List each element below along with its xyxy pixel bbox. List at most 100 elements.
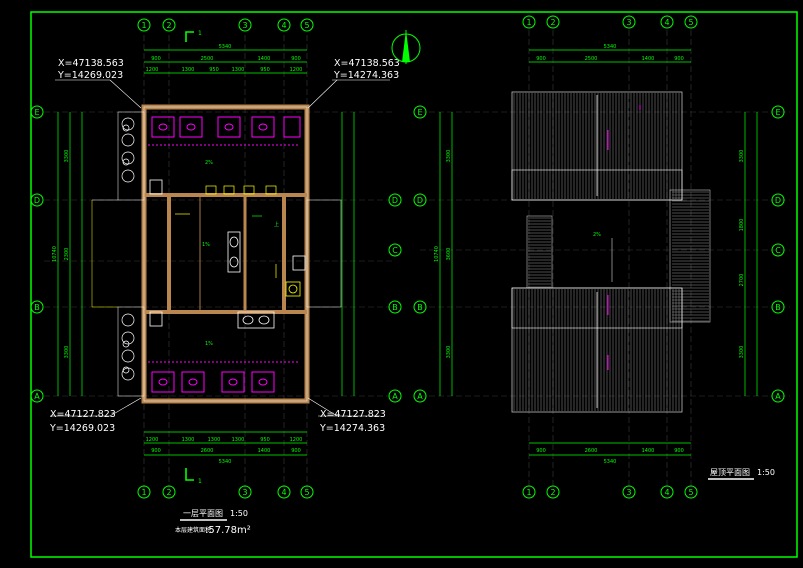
plan-dim-top: 2500 xyxy=(201,56,214,62)
grid-bubble-4: 4 xyxy=(281,488,286,497)
plan-dim-bottom: 950 xyxy=(260,437,270,443)
plan-dim-bottom: 1300 xyxy=(232,437,245,443)
grid-bubble-A: A xyxy=(417,392,423,401)
plan-dim-bottom: 900 xyxy=(151,448,161,454)
grid-bubble-1: 1 xyxy=(526,18,531,27)
grid-bubble-E: E xyxy=(775,108,780,117)
toilet-stalls-top xyxy=(148,116,301,146)
grid-bubble-2: 2 xyxy=(166,21,171,30)
north-arrow-icon xyxy=(391,30,421,64)
plan-dim-total-bottom: 5340 xyxy=(219,459,232,465)
grid-bubble-1: 1 xyxy=(141,21,146,30)
roof-title: 屋顶平面图 xyxy=(710,468,750,477)
plan-dim-bottom: 1200 xyxy=(290,437,303,443)
roof-dim-right: 1800 xyxy=(739,219,745,232)
plan-dim-bottom: 2600 xyxy=(201,448,214,454)
grid-bubble-D: D xyxy=(417,196,423,205)
grid-bubble-4: 4 xyxy=(664,18,669,27)
grid-bubble-B: B xyxy=(34,303,40,312)
plan-dim-total-top: 5340 xyxy=(219,44,232,50)
roof-dim: 2600 xyxy=(585,448,598,454)
plan-dim-top: 1200 xyxy=(290,67,303,73)
grid-bubble-3: 3 xyxy=(242,488,247,497)
grid-bubble-2: 2 xyxy=(550,488,555,497)
grid-bubble-5: 5 xyxy=(304,488,309,497)
roof-dim-left: 3300 xyxy=(446,346,452,359)
grid-bubble-D: D xyxy=(775,196,781,205)
roof-dim-total: 5340 xyxy=(604,44,617,50)
grid-bubble-C: C xyxy=(392,246,398,255)
grid-bubble-A: A xyxy=(392,392,398,401)
stair-label: 上 xyxy=(274,221,279,228)
grid-bubble-2: 2 xyxy=(166,488,171,497)
plan-dim-left: 3300 xyxy=(64,150,70,163)
plan-dim-top: 1300 xyxy=(182,67,195,73)
plan-dim-top: 900 xyxy=(151,56,161,62)
plan-dim-bottom: 1300 xyxy=(182,437,195,443)
grid-bubble-3: 3 xyxy=(242,21,247,30)
roof-dim: 900 xyxy=(674,448,684,454)
plan-dim-left: 3300 xyxy=(64,346,70,359)
roof-dim: 900 xyxy=(536,448,546,454)
plan-dim-bottom: 1300 xyxy=(208,437,221,443)
grid-bubble-E: E xyxy=(34,108,39,117)
sinks xyxy=(149,179,306,329)
shrubs xyxy=(121,117,135,381)
slope-label: 1% xyxy=(205,341,213,347)
plan-area-value: :57.78m² xyxy=(205,525,251,536)
grid-bubble-2: 2 xyxy=(550,18,555,27)
grid-bubble-3: 3 xyxy=(626,18,631,27)
plan-dim-bottom: 1200 xyxy=(146,437,159,443)
coord-bottom-left-y: Y=14269.023 xyxy=(49,423,115,434)
plan-dim-top: 950 xyxy=(260,67,270,73)
grid-bubble-4: 4 xyxy=(281,21,286,30)
roof-slope-label: 2% xyxy=(593,232,601,238)
roof-dim: 900 xyxy=(674,56,684,62)
plan-dim-top: 1200 xyxy=(146,67,159,73)
grid-bubble-B: B xyxy=(417,303,423,312)
roof-dim-right: 2700 xyxy=(739,274,745,287)
grid-bubble-1: 1 xyxy=(526,488,531,497)
plan-dim-top: 1400 xyxy=(258,56,271,62)
roof-dim-left: 3600 xyxy=(446,248,452,261)
slope-label: 1% xyxy=(202,242,210,248)
coord-bottom-left-x: X=47127.823 xyxy=(50,409,116,420)
grid-bubble-B: B xyxy=(775,303,781,312)
roof-dim-right: 3300 xyxy=(739,150,745,163)
grid-bubble-A: A xyxy=(34,392,40,401)
coord-top-left-x: X=47138.563 xyxy=(58,58,124,69)
roof-plan: 2% 5340 900 2500 1400 900 900 2600 1400 … xyxy=(413,15,790,499)
coord-bottom-right-x: X=47127.823 xyxy=(320,409,386,420)
grid-bubble-D: D xyxy=(34,196,40,205)
coord-top-left-y: Y=14269.023 xyxy=(57,70,123,81)
toilet-stalls-bottom xyxy=(148,361,300,393)
plan-dim-top: 950 xyxy=(209,67,219,73)
plan-dim-bottom: 900 xyxy=(291,448,301,454)
coord-top-right-x: X=47138.563 xyxy=(334,58,400,69)
roof-upper xyxy=(511,91,711,413)
plan-title: 一层平面图 xyxy=(183,509,223,518)
roof-dim: 1400 xyxy=(642,56,655,62)
grid-bubble-4: 4 xyxy=(664,488,669,497)
plan-dim-left: 2300 xyxy=(64,248,70,261)
coord-top-right-y: Y=14274.363 xyxy=(333,70,399,81)
grid-bubble-5: 5 xyxy=(688,488,693,497)
grid-bubble-E: E xyxy=(417,108,422,117)
roof-dim-left: 3300 xyxy=(446,150,452,163)
plan-dim-top: 900 xyxy=(291,56,301,62)
grid-bubble-3: 3 xyxy=(626,488,631,497)
section-mark-bottom: 1 xyxy=(198,478,202,485)
grid-bubble-1: 1 xyxy=(141,488,146,497)
coord-bottom-right-y: Y=14274.363 xyxy=(319,423,385,434)
roof-dim-total: 5340 xyxy=(604,459,617,465)
roof-dim-left-total: 10740 xyxy=(434,246,440,262)
slope-label: 2% xyxy=(205,160,213,166)
plan-dim-left-total: 10740 xyxy=(52,246,58,262)
plan-dim-bottom: 1400 xyxy=(258,448,271,454)
floor-plan: 5340 900 2500 1400 900 1200 1300 950 130… xyxy=(30,18,421,536)
grid-bubble-A: A xyxy=(775,392,781,401)
grid-bubble-5: 5 xyxy=(304,21,309,30)
roof-dim: 900 xyxy=(536,56,546,62)
